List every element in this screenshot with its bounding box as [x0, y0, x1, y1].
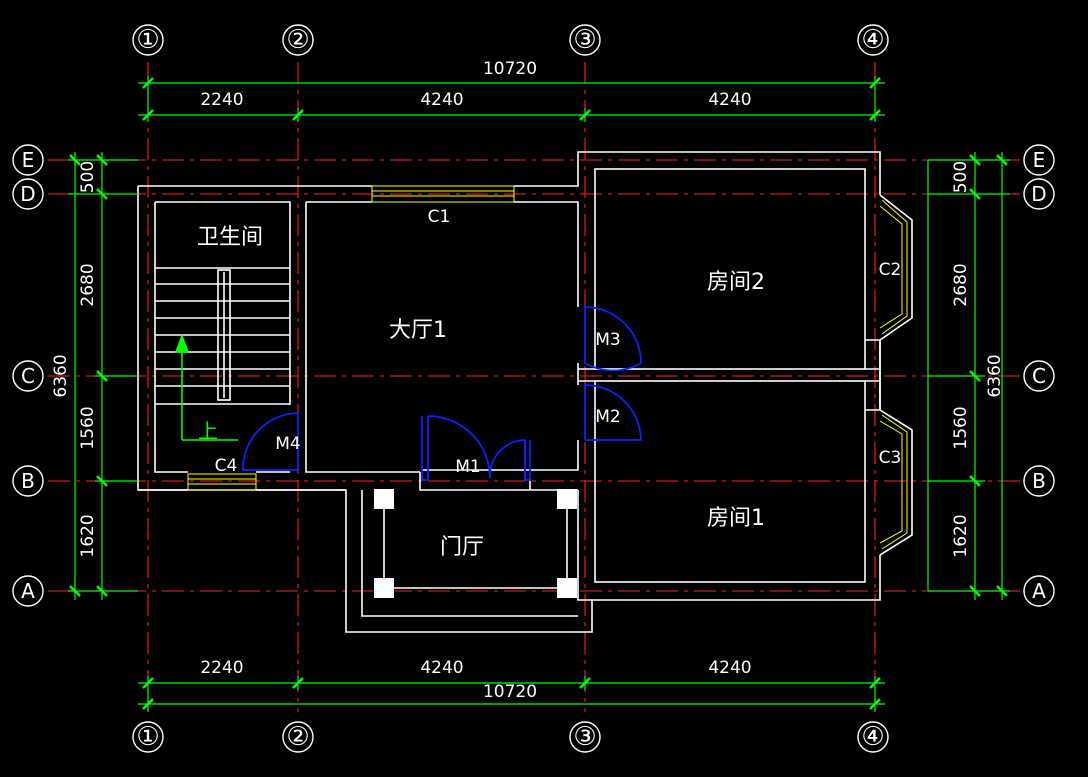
stair-up-label: 上	[198, 419, 218, 443]
dim-bottom-part-2: 4240	[420, 658, 463, 678]
door-m3	[584, 306, 642, 372]
tag-c2: C2	[879, 260, 902, 280]
axis-label-row-e-right: E	[1033, 148, 1046, 172]
room-label-bathroom: 卫生间	[197, 225, 263, 250]
dimension-lines	[68, 76, 1010, 712]
tag-m3: M3	[595, 330, 620, 350]
axis-bubbles: ① ② ③ ④ ① ② ③ ④ E D C B A E D C B A	[12, 24, 1055, 753]
dim-bottom-part-3: 4240	[708, 658, 751, 678]
staircase	[155, 267, 290, 441]
room-label-foyer: 门厅	[440, 535, 484, 560]
room2-wall	[594, 168, 866, 370]
axis-label-col-1-bottom: ①	[136, 722, 159, 752]
tag-m4: M4	[275, 434, 300, 454]
column-2	[557, 489, 577, 509]
axis-label-col-2-bottom: ②	[286, 722, 309, 752]
axis-label-row-b-left: B	[21, 469, 35, 493]
dim-top-part-3: 4240	[708, 90, 751, 110]
tag-m2: M2	[595, 407, 620, 427]
dim-left-total: 6360	[51, 354, 71, 397]
c2-c3-pier	[865, 339, 881, 411]
tag-c4: C4	[215, 456, 238, 476]
tag-c3: C3	[879, 448, 902, 468]
doors	[242, 306, 642, 481]
axis-label-col-2-top: ②	[286, 25, 309, 55]
axis-label-row-d-right: D	[1031, 182, 1046, 206]
dim-right-part-1: 500	[951, 161, 971, 193]
dim-left-part-3: 1560	[78, 406, 98, 449]
dim-right-part-2: 2680	[951, 263, 971, 306]
hall-bottom-wall	[138, 472, 593, 633]
stair-up-arrow	[174, 333, 238, 441]
axis-label-row-a-right: A	[1032, 579, 1046, 603]
door-m1	[421, 415, 531, 481]
inner-wall-line	[154, 201, 579, 473]
tag-c1: C1	[428, 207, 451, 227]
door-m2	[584, 384, 642, 441]
dim-bottom-part-1: 2240	[200, 658, 243, 678]
dim-right-part-4: 1620	[951, 514, 971, 557]
column-4	[557, 578, 577, 598]
axis-label-col-1-top: ①	[136, 25, 159, 55]
dim-left-part-1: 500	[78, 161, 98, 193]
axis-label-row-e-left: E	[22, 148, 35, 172]
dim-top-total: 10720	[483, 59, 537, 79]
axis-label-col-3-bottom: ③	[573, 722, 596, 752]
dim-left-part-4: 1620	[78, 514, 98, 557]
axis-label-row-d-left: D	[20, 182, 35, 206]
room-label-room1: 房间1	[707, 506, 765, 531]
room-label-hall: 大厅1	[389, 318, 447, 343]
room-label-room2: 房间2	[707, 270, 765, 295]
door-m4	[242, 412, 299, 471]
windows	[187, 185, 913, 556]
room1-wall	[594, 380, 866, 583]
axis-lines	[48, 62, 1020, 712]
dim-left-part-2: 2680	[78, 263, 98, 306]
room-labels: 卫生间 大厅1 房间2 房间1 门厅	[197, 225, 765, 560]
dim-top-part-2: 4240	[420, 90, 463, 110]
axis-label-col-3-top: ③	[573, 25, 596, 55]
column-1	[374, 489, 394, 509]
axis-label-row-c-left: C	[21, 364, 35, 388]
axis-label-row-c-right: C	[1032, 364, 1046, 388]
foyer-frame	[383, 500, 568, 589]
partition-wall	[578, 368, 880, 382]
dim-top-part-1: 2240	[200, 90, 243, 110]
column-3	[374, 578, 394, 598]
dim-bottom-total: 10720	[483, 682, 537, 702]
axis-label-col-4-bottom: ④	[861, 722, 884, 752]
axis-label-row-a-left: A	[21, 579, 35, 603]
tags: C1 C2 C3 C4 M1 M2 M3 M4 上	[198, 207, 901, 477]
axis-label-row-b-right: B	[1032, 469, 1046, 493]
dimension-texts: 10720 2240 4240 4240 2240 4240 4240 1072…	[51, 59, 1005, 702]
tag-m1: M1	[455, 457, 480, 477]
axis-label-col-4-top: ④	[861, 25, 884, 55]
dim-right-part-3: 1560	[951, 406, 971, 449]
walls	[137, 151, 881, 633]
dim-right-total: 6360	[985, 354, 1005, 397]
